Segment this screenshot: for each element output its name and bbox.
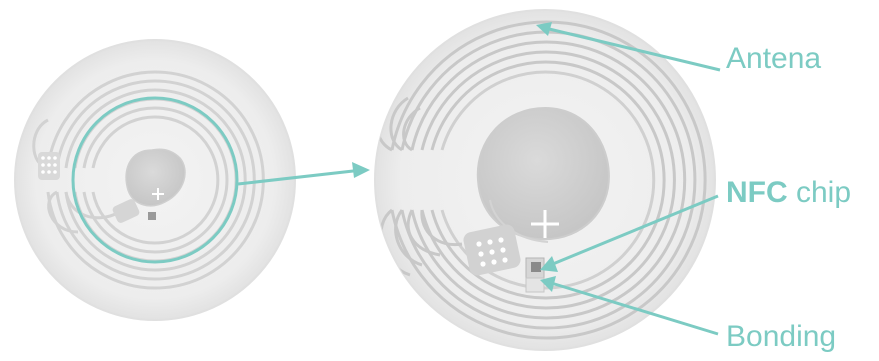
nfc-chip-label-rest: chip xyxy=(788,176,851,209)
antenna-label: Antena xyxy=(726,44,821,74)
nfc-chip-label: NFC chip xyxy=(726,178,851,208)
nfc-inlay-magnified-icon xyxy=(375,10,715,350)
bonding-label: Bonding xyxy=(726,322,836,352)
nfc-chip-label-bold: NFC xyxy=(726,176,788,209)
nfc-tag-icon xyxy=(15,40,295,320)
